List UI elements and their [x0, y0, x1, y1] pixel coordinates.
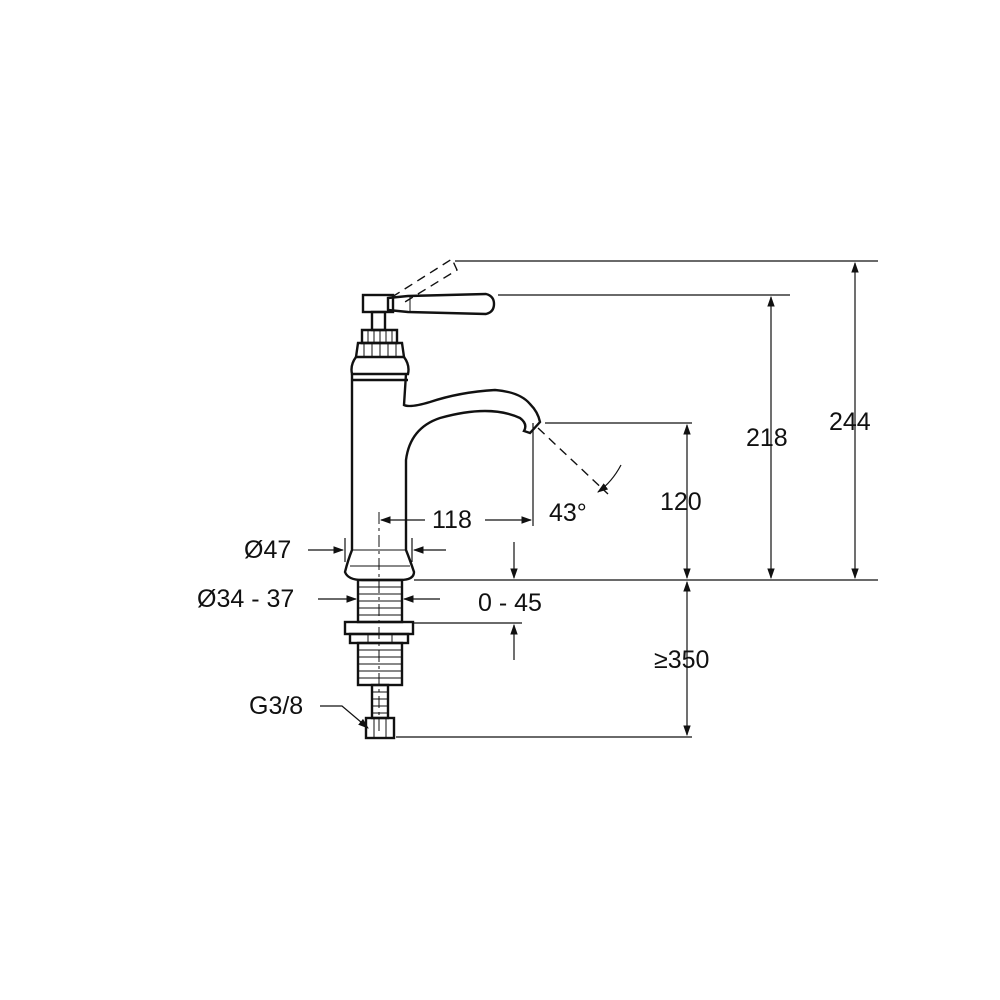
spray-direction-line: [537, 427, 609, 495]
lever-handle: [386, 292, 496, 316]
mounting-assembly: [343, 578, 415, 740]
shank-thread-upper: [358, 586, 402, 616]
label-handle-height: 218: [746, 424, 788, 452]
label-hose-length: ≥350: [654, 646, 709, 674]
handle-raised-position: [391, 257, 458, 306]
hose-connector: [364, 716, 396, 740]
label-total-height: 244: [829, 408, 871, 436]
label-base-diameter: Ø47: [244, 536, 291, 564]
label-connection-thread: G3/8: [249, 692, 303, 720]
shank-thread-lower: [358, 649, 402, 679]
label-hole-diameter: Ø34 - 37: [197, 585, 294, 613]
g38-leader: [320, 705, 369, 729]
label-spout-reach: 118: [432, 506, 472, 534]
label-spout-height: 120: [660, 488, 702, 516]
faucet-body: [343, 373, 542, 582]
label-spout-angle: 43°: [549, 499, 587, 527]
angle-arc-43: [597, 464, 622, 493]
label-deck-thickness: 0 - 45: [478, 589, 542, 617]
